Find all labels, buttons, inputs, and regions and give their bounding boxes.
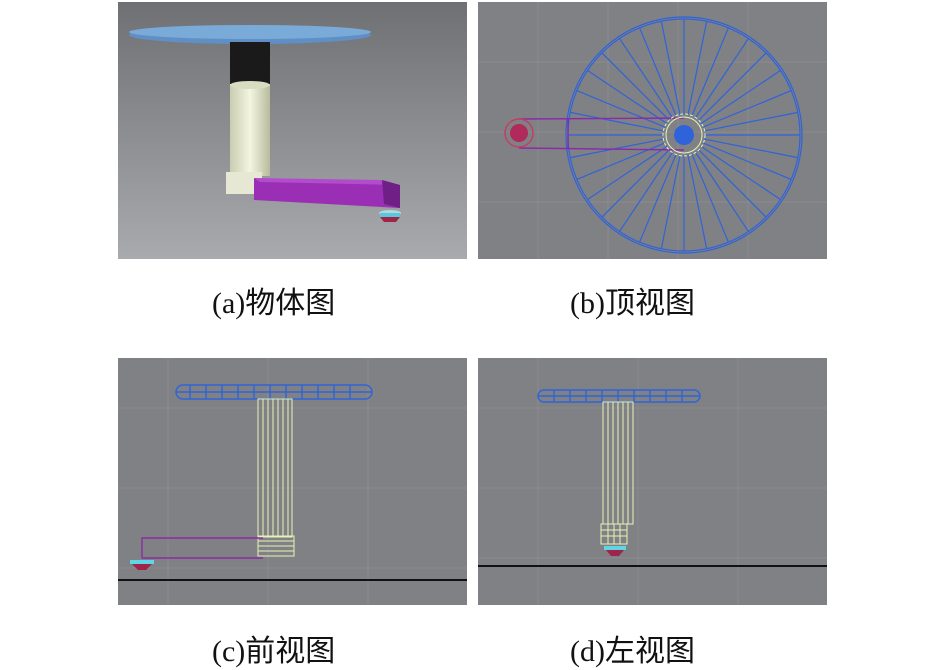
column-shape [230,84,270,176]
tabletop-spoke [697,52,767,122]
viewport-left[interactable] [478,358,827,605]
tabletop-spoke [660,154,681,249]
tabletop-spoke [694,151,749,232]
tabletop-spoke [639,27,677,117]
arm-wireframe [141,537,263,559]
tabletop-spoke [576,142,666,180]
viewport-top[interactable] [478,2,827,259]
foot-shape [130,560,154,564]
tabletop-spoke [691,27,729,117]
tabletop-spoke [587,70,668,125]
front-view-render [118,358,467,605]
tabletop-spoke [691,153,729,243]
tabletop-spoke [697,148,767,218]
tabletop-spoke [703,111,798,132]
tabletop-spoke [576,90,666,128]
tabletop-spoke [700,70,781,125]
column-wireframe [257,398,295,557]
tabletop-spoke [660,21,681,116]
caption-c: (c)前视图 [212,635,336,668]
tabletop-spoke [601,148,671,218]
tabletop-wireframe [175,384,373,400]
tabletop-spoke [587,145,668,200]
tabletop-spoke [703,138,798,159]
tabletop-spoke [570,111,665,132]
tabletop-wireframe [565,16,803,254]
caption-b: (b)顶视图 [570,287,695,320]
tabletop-spoke [702,90,792,128]
tabletop-spoke [570,138,665,159]
viewport-front[interactable] [118,358,467,605]
tabletop-spoke [639,153,677,243]
column-wireframe [662,113,706,157]
top-view-render [478,2,827,259]
column-wireframe [600,401,634,545]
tabletop-spoke [702,142,792,180]
tabletop-spoke [700,145,781,200]
foot-wireframe [504,118,534,148]
tabletop-spoke [619,38,674,119]
tabletop-spoke [601,52,671,122]
perspective-render [118,2,467,259]
left-view-render [478,358,827,605]
viewport-perspective[interactable] [118,2,467,259]
caption-a: (a)物体图 [212,287,336,320]
tabletop-spoke [687,21,708,116]
tabletop-spoke [619,151,674,232]
foot-shape [604,546,626,550]
arm-wireframe [518,117,685,151]
tabletop-spoke [687,154,708,249]
tabletop-spoke [694,38,749,119]
column-dark [230,42,270,86]
caption-d: (d)左视图 [570,635,695,668]
arm-shape [254,178,400,208]
